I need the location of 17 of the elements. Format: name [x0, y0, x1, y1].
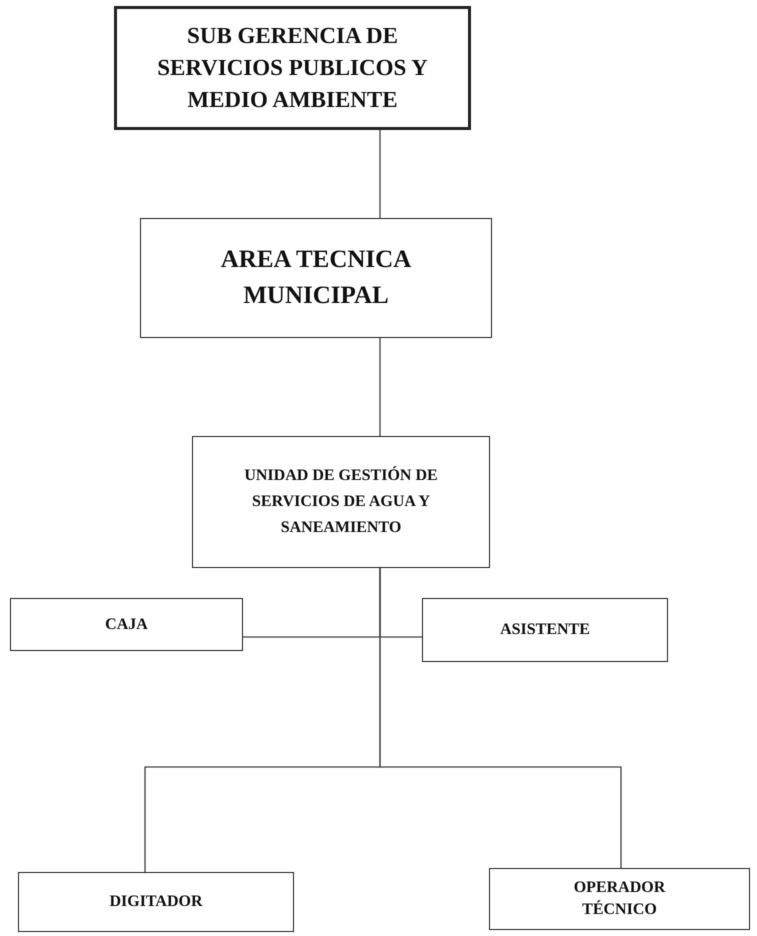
org-box	[140, 218, 492, 338]
org-box	[10, 598, 243, 651]
org-box	[422, 598, 668, 662]
box-title: ASISTENTE	[499, 620, 591, 640]
connector-line	[379, 568, 622, 868]
connector-line	[379, 130, 381, 218]
box-title: DIGITADOR	[108, 892, 204, 912]
org-box	[114, 6, 471, 130]
org-box	[18, 872, 294, 932]
box-title: SUB GERENCIA DE SERVICIOS PUBLICOS Y MEDIO AMBIENTE	[156, 22, 429, 114]
box-title: UNIDAD DE GESTIÓN DE SERVICIOS DE AGUA Y SANEAMIENTO	[243, 465, 439, 538]
connector-line	[379, 338, 381, 436]
org-box	[192, 436, 490, 568]
org-box	[489, 868, 750, 930]
box-title: AREA TECNICA MUNICIPAL	[220, 245, 412, 311]
box-title: OPERADOR TÉCNICO	[572, 878, 666, 920]
box-title: CAJA	[104, 614, 149, 634]
